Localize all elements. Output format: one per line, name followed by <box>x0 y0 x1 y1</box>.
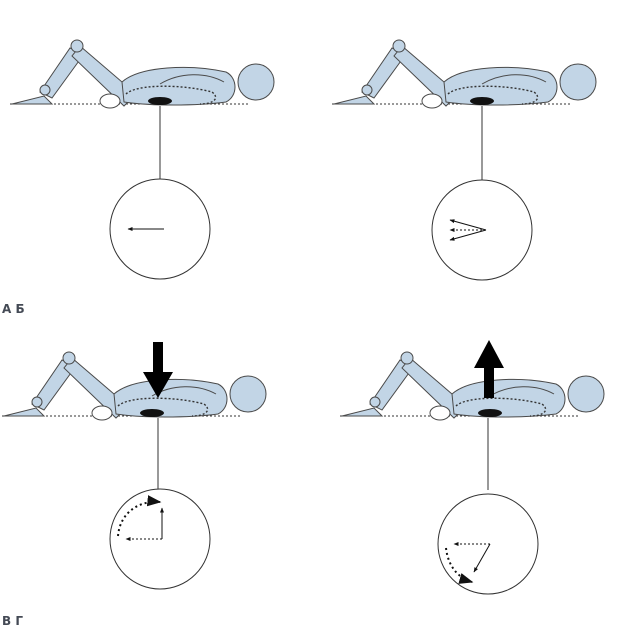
rotation-arc-g <box>445 547 474 584</box>
panel-g <box>339 340 605 595</box>
row2-labels: В Г <box>2 614 23 628</box>
vector-up-b <box>449 219 487 231</box>
rotation-arc-v <box>117 495 162 537</box>
force-up-arrow <box>474 340 504 398</box>
panel-a <box>9 39 275 280</box>
vector-down-b <box>449 229 487 241</box>
row1-labels: А Б <box>2 302 25 316</box>
panel-b <box>331 39 597 281</box>
vector-down-g <box>473 543 491 573</box>
panel-v <box>1 342 267 590</box>
force-down-arrow <box>143 342 173 398</box>
